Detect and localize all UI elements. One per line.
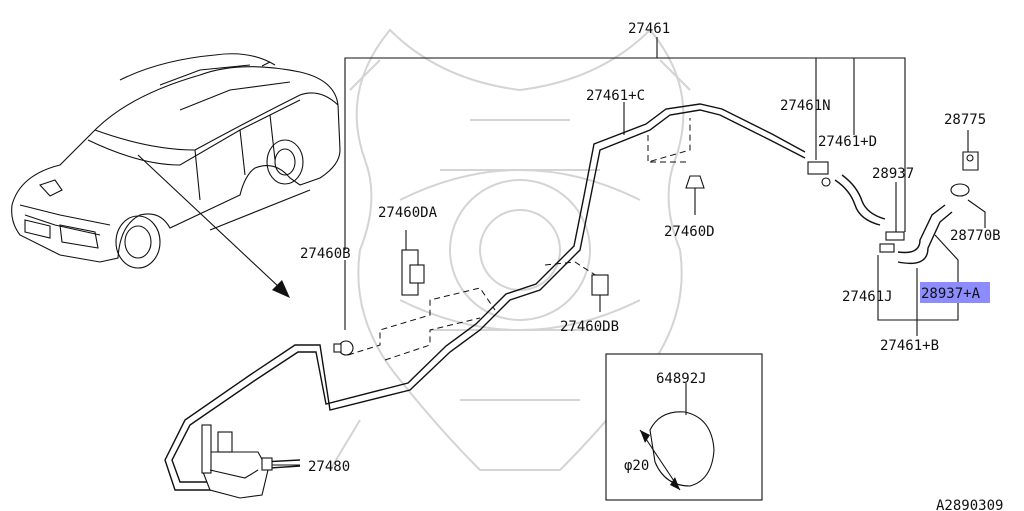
inset-detail-box (605, 353, 763, 501)
car-illustration (11, 53, 341, 269)
label-64892J[interactable]: 64892J (656, 371, 707, 387)
part-27460D-clip (685, 175, 705, 215)
label-phi20: φ20 (624, 458, 649, 474)
highlight-box (920, 282, 990, 303)
label-27461J[interactable]: 27461J (842, 289, 893, 305)
label-27461[interactable]: 27461 (628, 21, 670, 37)
part-28937-connector (879, 231, 905, 253)
part-28775-nozzle (962, 151, 979, 171)
label-27461-B[interactable]: 27461+B (880, 338, 939, 354)
part-27460DA-clip (401, 230, 425, 296)
label-27461-C[interactable]: 27461+C (586, 88, 645, 104)
label-28770B[interactable]: 28770B (950, 228, 1001, 244)
part-28770B-grommet (950, 183, 970, 197)
part-27461N-check-valve (807, 161, 831, 187)
washer-hose (164, 103, 953, 491)
label-28937[interactable]: 28937 (872, 166, 914, 182)
leader-lines (270, 37, 986, 466)
label-27460D[interactable]: 27460D (664, 224, 715, 240)
part-27460DB-clip (591, 274, 609, 312)
diagram-id: A2890309 (936, 498, 1003, 511)
label-28937-A-part: 28937 (921, 286, 963, 302)
label-28775[interactable]: 28775 (944, 112, 986, 128)
label-27460B[interactable]: 27460B (300, 246, 351, 262)
part-27460B-grommet (333, 340, 354, 356)
part-27480-washer-tank (201, 424, 273, 499)
label-28937-A[interactable]: 28937+A (921, 286, 981, 302)
label-27461N[interactable]: 27461N (780, 98, 831, 114)
clip-positions (347, 118, 691, 361)
part-labels: 27461 27461+C 27461N 27461+D 28775 28937… (300, 21, 1003, 511)
label-28937-A-suffix: +A (963, 286, 980, 302)
label-27460DA[interactable]: 27460DA (378, 205, 438, 221)
label-27460DB[interactable]: 27460DB (560, 319, 619, 335)
label-27461-D[interactable]: 27461+D (818, 134, 877, 150)
pointer-arrow (137, 154, 290, 298)
label-27480[interactable]: 27480 (308, 459, 350, 475)
